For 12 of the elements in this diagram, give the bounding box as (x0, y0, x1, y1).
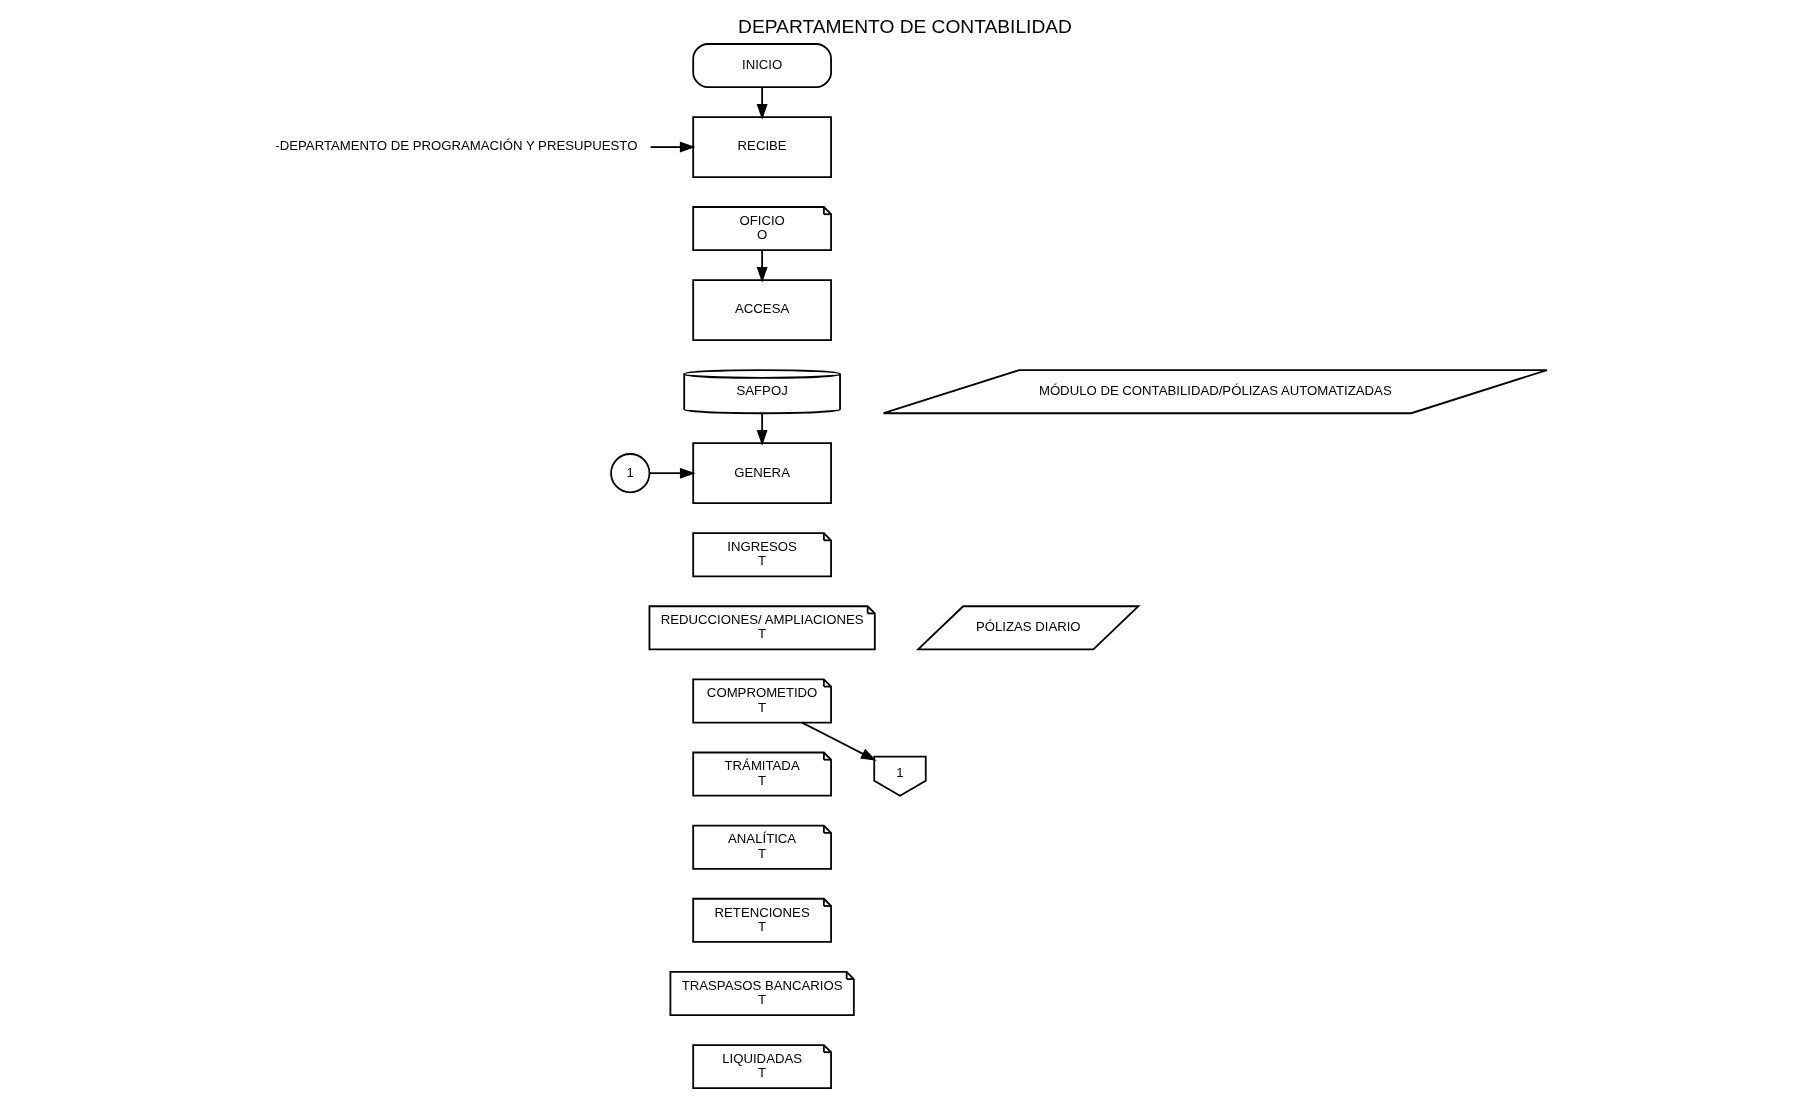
node-box: RECIBE (691, 116, 832, 178)
node-circle: 1 (609, 453, 650, 494)
node-box: ACCESA (691, 279, 832, 341)
diagram-title: DEPARTAMENTO DE CONTABILIDAD (737, 15, 1072, 37)
node-box: INICIO (691, 43, 832, 89)
node-box: GENERA (691, 442, 832, 505)
arrow (756, 249, 768, 283)
arrow (648, 467, 696, 479)
arrow (756, 86, 768, 120)
node-text: -DEPARTAMENTO DE PROGRAMACIÓN Y PRESUPUESTO (274, 138, 637, 154)
arrow (756, 412, 768, 446)
arrow (649, 141, 695, 153)
